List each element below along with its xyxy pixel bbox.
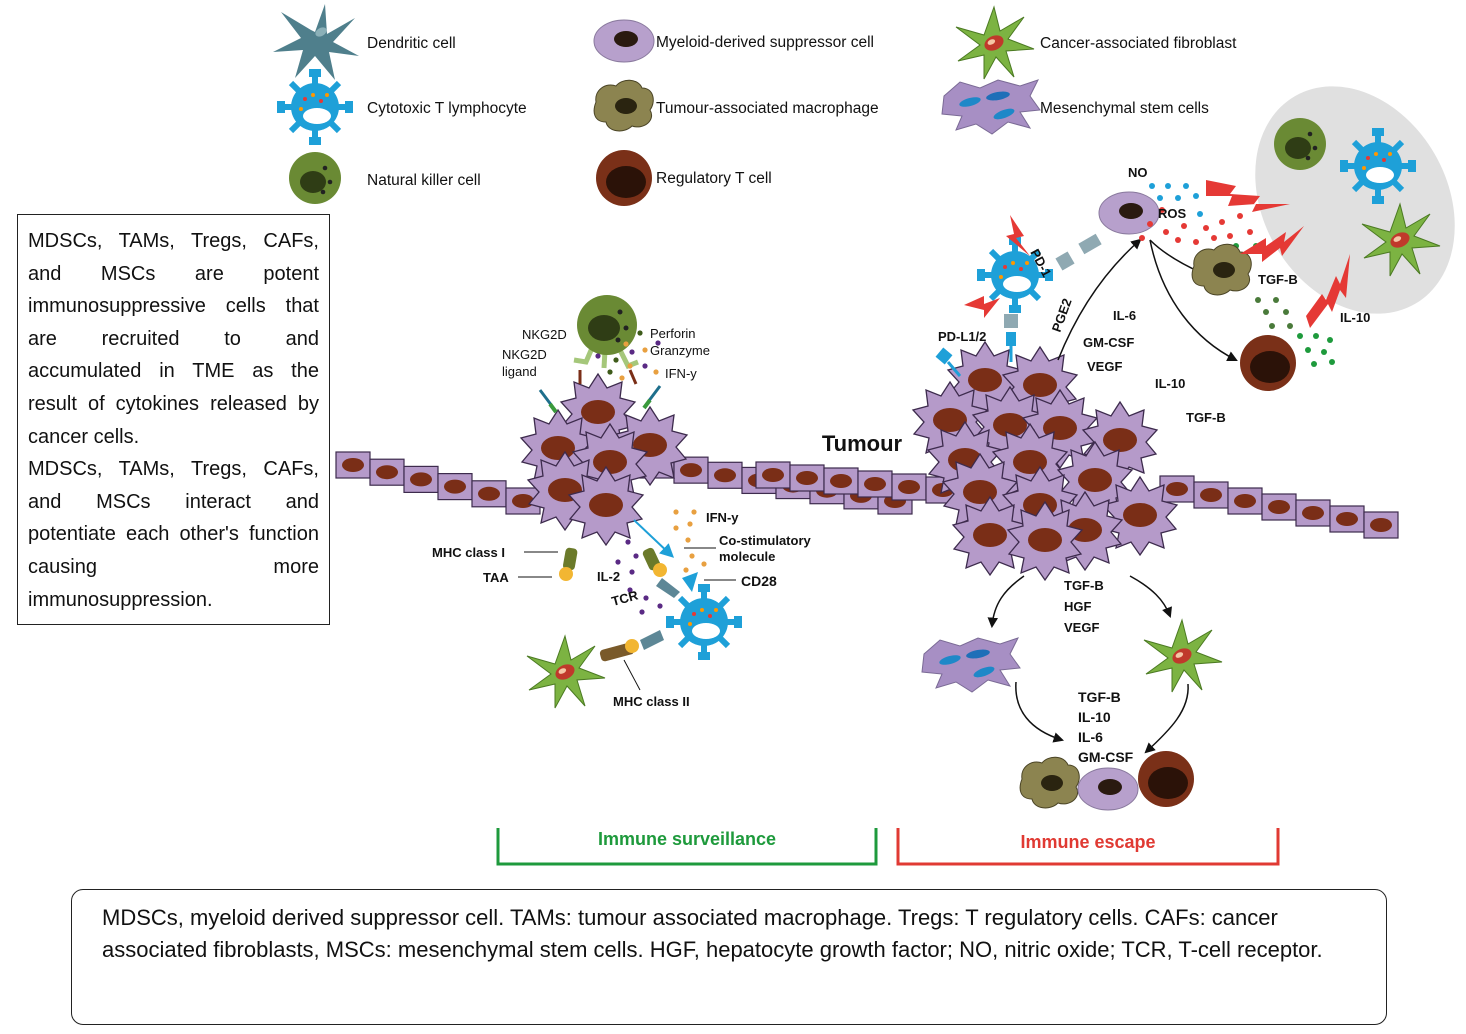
epithelial-nucleus (1336, 512, 1358, 526)
dendritic-cell-icon (273, 4, 359, 80)
legend-mdsc-label: Myeloid-derived suppressor cell (656, 34, 874, 51)
abbreviation-footer: MDSCs, myeloid derived suppressor cell. … (71, 889, 1387, 1025)
costim-label-1: Co-stimulatory (719, 533, 812, 548)
down-vegf-label: VEGF (1064, 620, 1099, 635)
epithelial-layer (335, 451, 1399, 539)
epithelial-nucleus (1166, 482, 1188, 496)
vegf-label: VEGF (1087, 359, 1122, 374)
pdl-label: PD-L1/2 (938, 329, 986, 344)
epithelial-nucleus (1234, 494, 1256, 508)
ros-label: ROS (1158, 206, 1187, 221)
legend: Dendritic cell Cytotoxic T lymphocyte Na… (273, 4, 1237, 206)
ctl-interaction (518, 509, 738, 709)
epithelial-nucleus (478, 486, 500, 501)
ifn-t-label: IFN-y (706, 510, 739, 525)
legend-dendritic-label: Dendritic cell (367, 35, 456, 52)
tgfb-tam-label: TGF-B (1258, 272, 1298, 287)
epithelial-cell (1329, 505, 1365, 533)
epithelial-nucleus (376, 465, 398, 480)
tcr-label: TCR (610, 587, 640, 609)
il10-mid-label: IL-10 (1155, 376, 1185, 391)
cytotoxic-t-cell-icon (281, 73, 349, 141)
tam-icon (593, 79, 654, 132)
bot-gmcsf-label: GM-CSF (1078, 749, 1134, 765)
bot-il6-label: IL-6 (1078, 729, 1103, 745)
epithelial-nucleus (1370, 518, 1392, 532)
granzyme-label: Granzyme (650, 343, 710, 358)
surveillance-label: Immune surveillance (598, 829, 776, 849)
perforin-label: Perforin (650, 326, 696, 341)
ifn-nk-label: IFN-y (665, 366, 697, 381)
summary-paragraph-2: MDSCs, TAMs, Tregs, CAFs, and MSCs inter… (28, 458, 319, 611)
ctl-cell (670, 588, 738, 656)
mhc2-label: MHC class II (613, 694, 690, 709)
legend-msc-label: Mesenchymal stem cells (1040, 100, 1209, 117)
down-hgf-label: HGF (1064, 599, 1092, 614)
msc-icon (941, 79, 1041, 135)
escape-bracket: Immune escape (896, 828, 1280, 866)
epithelial-nucleus (1200, 488, 1222, 502)
epithelial-nucleus (864, 477, 886, 491)
legend-nk-label: Natural killer cell (367, 172, 481, 189)
cd28-label: CD28 (741, 573, 777, 589)
nkg2d-ligand-label-1: NKG2D (502, 347, 547, 362)
epithelial-nucleus (1302, 506, 1324, 520)
tgfb-mid-label: TGF-B (1186, 410, 1226, 425)
nk-cell (538, 295, 662, 414)
costim-label-2: molecule (719, 549, 775, 564)
il2-label: IL-2 (597, 569, 620, 584)
legend-ctl-label: Cytotoxic T lymphocyte (367, 100, 527, 117)
tumour-label: Tumour (822, 431, 903, 456)
surveillance-bracket: Immune surveillance (496, 828, 878, 866)
taa-label: TAA (483, 570, 509, 585)
epithelial-nucleus (680, 463, 702, 478)
legend-tam-label: Tumour-associated macrophage (656, 100, 879, 117)
summary-paragraph-1: MDSCs, TAMs, Tregs, CAFs, and MSCs are p… (28, 230, 319, 448)
nk-cell-icon (289, 152, 341, 204)
epithelial-nucleus (796, 471, 818, 485)
caf-cell-surveillance (526, 635, 606, 709)
epithelial-nucleus (1268, 500, 1290, 514)
legend-caf-label: Cancer-associated fibroblast (1040, 35, 1237, 52)
no-label: NO (1128, 165, 1148, 180)
il10-right-label: IL-10 (1340, 310, 1370, 325)
target-cells-group (1206, 86, 1455, 328)
tumour-cluster-escape (912, 341, 1178, 581)
epithelial-nucleus (830, 474, 852, 488)
caf-icon (955, 6, 1035, 80)
downstream-recruitment (921, 575, 1223, 811)
mdsc-icon (593, 19, 655, 63)
pge2-label: PGE2 (1049, 296, 1075, 334)
il6-label: IL-6 (1113, 308, 1136, 323)
nkg2d-label: NKG2D (522, 327, 567, 342)
treg-icon (596, 150, 652, 206)
escape-label: Immune escape (1020, 832, 1155, 852)
down-tgfb-label: TGF-B (1064, 578, 1104, 593)
gmcsf-label: GM-CSF (1083, 335, 1134, 350)
bot-il10-label: IL-10 (1078, 709, 1111, 725)
nkg2d-ligand-label-2: ligand (502, 364, 537, 379)
bot-tgfb-label: TGF-B (1078, 689, 1121, 705)
epithelial-nucleus (762, 468, 784, 482)
epithelial-nucleus (444, 479, 466, 494)
legend-treg-label: Regulatory T cell (656, 170, 772, 187)
mdsc-escape (1057, 183, 1335, 391)
epithelial-nucleus (714, 468, 736, 483)
mhc1-label: MHC class I (432, 545, 505, 560)
epithelial-nucleus (342, 458, 364, 472)
pd1-interaction (935, 215, 1102, 377)
epithelial-nucleus (898, 480, 920, 494)
summary-box: MDSCs, TAMs, Tregs, CAFs, and MSCs are p… (17, 214, 330, 625)
epithelial-nucleus (410, 472, 432, 487)
